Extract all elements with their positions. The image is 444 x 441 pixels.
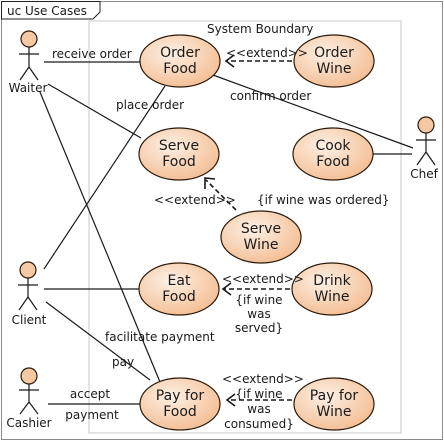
label-facilitate-payment: facilitate payment xyxy=(105,330,215,344)
actor-name: Client xyxy=(12,313,47,327)
actor-head-icon xyxy=(417,116,435,134)
use-case-label: Eat xyxy=(168,273,191,289)
associations xyxy=(39,61,414,405)
label-if-wine-ordered: {if wine was ordered} xyxy=(257,193,390,207)
use-case-label: Pay for xyxy=(310,388,359,404)
use-case-cook-food[interactable]: Cook Food xyxy=(292,127,374,181)
use-case-serve-wine[interactable]: Serve Wine xyxy=(220,210,302,264)
actor-waiter[interactable]: Waiter xyxy=(9,30,48,95)
actor-head-icon xyxy=(20,30,38,48)
label-extend-serve-wine: <<extend>> xyxy=(154,193,236,207)
actor-cashier[interactable]: Cashier xyxy=(6,367,52,430)
label-place-order: place order xyxy=(116,98,184,112)
use-case-order-wine[interactable]: Order Wine xyxy=(293,34,375,88)
use-case-label: Drink xyxy=(313,273,351,289)
assoc-client-pay-food xyxy=(45,301,151,381)
use-case-label: Food xyxy=(163,61,197,77)
system-boundary xyxy=(88,20,402,434)
actor-figure-icon xyxy=(18,278,38,311)
label-extend-pay-wine: <<extend>> xyxy=(222,372,304,386)
use-case-label: Serve xyxy=(159,138,199,154)
use-case-label: Food xyxy=(162,289,196,305)
actor-name: Chef xyxy=(410,167,438,181)
label-if-wine-consumed: consumed} xyxy=(224,417,294,431)
label-if-wine-served: served} xyxy=(235,321,283,335)
label-receive-order: receive order xyxy=(52,47,132,61)
use-case-label: Cook xyxy=(315,138,351,154)
actor-figure-icon xyxy=(19,384,39,415)
extend-order-wine-arrow xyxy=(224,54,235,68)
frame-title: uc Use Cases xyxy=(7,4,87,18)
label-accept-payment: payment xyxy=(65,408,119,422)
actor-name: Waiter xyxy=(9,81,48,95)
actor-chef[interactable]: Chef xyxy=(410,116,439,181)
extend-serve-wine xyxy=(205,179,237,211)
assoc-waiter-pay-food xyxy=(39,91,161,383)
use-case-label: Food xyxy=(316,154,350,170)
use-case-label: Food xyxy=(163,404,197,420)
use-case-serve-food[interactable]: Serve Food xyxy=(138,127,220,181)
label-pay: pay xyxy=(112,355,134,369)
label-if-wine-served: {if wine xyxy=(235,293,282,307)
label-extend-order-wine: <<extend>> xyxy=(226,46,308,60)
actor-figure-icon xyxy=(416,133,436,166)
use-case-label: Wine xyxy=(315,289,350,305)
use-case-label: Wine xyxy=(244,237,279,253)
label-if-wine-consumed: {if wine xyxy=(235,387,282,401)
extend-drink-wine-arrow xyxy=(221,282,232,296)
use-case-label: Order xyxy=(160,45,200,61)
use-case-label: Wine xyxy=(317,61,352,77)
extend-pay-wine-arrow xyxy=(225,393,236,407)
label-confirm-order: confirm order xyxy=(230,89,311,103)
actor-client[interactable]: Client xyxy=(12,261,47,327)
label-accept-payment: accept xyxy=(70,387,111,401)
label-if-wine-consumed: was xyxy=(247,402,270,416)
use-case-label: Food xyxy=(162,154,196,170)
extend-relations xyxy=(204,54,300,407)
label-extend-drink-wine: <<extend>> xyxy=(222,272,304,286)
extend-serve-wine-arrow xyxy=(204,177,216,189)
relation-labels: receive order <<extend>> place order con… xyxy=(52,46,390,431)
use-case-label: Wine xyxy=(317,404,352,420)
use-case-label: Order xyxy=(314,45,354,61)
actor-head-icon xyxy=(20,367,38,385)
assoc-client-order-food xyxy=(43,85,166,270)
actor-figure-icon xyxy=(19,47,39,81)
assoc-order-food-chef xyxy=(212,74,414,149)
assoc-waiter-serve-food xyxy=(47,83,142,139)
use-case-label: Pay for xyxy=(156,388,205,404)
frame-tab xyxy=(1,1,101,20)
actor-name: Cashier xyxy=(6,416,51,430)
use-case-order-food[interactable]: Order Food xyxy=(139,34,221,88)
use-case-eat-food[interactable]: Eat Food xyxy=(138,262,220,316)
use-case-pay-for-wine[interactable]: Pay for Wine xyxy=(293,377,375,431)
use-case-label: Serve xyxy=(241,221,281,237)
system-boundary-label: System Boundary xyxy=(207,22,313,36)
label-if-wine-served: was xyxy=(247,307,270,321)
use-case-pay-for-food[interactable]: Pay for Food xyxy=(139,377,221,431)
use-case-drink-wine[interactable]: Drink Wine xyxy=(291,262,373,316)
actor-head-icon xyxy=(19,261,37,279)
